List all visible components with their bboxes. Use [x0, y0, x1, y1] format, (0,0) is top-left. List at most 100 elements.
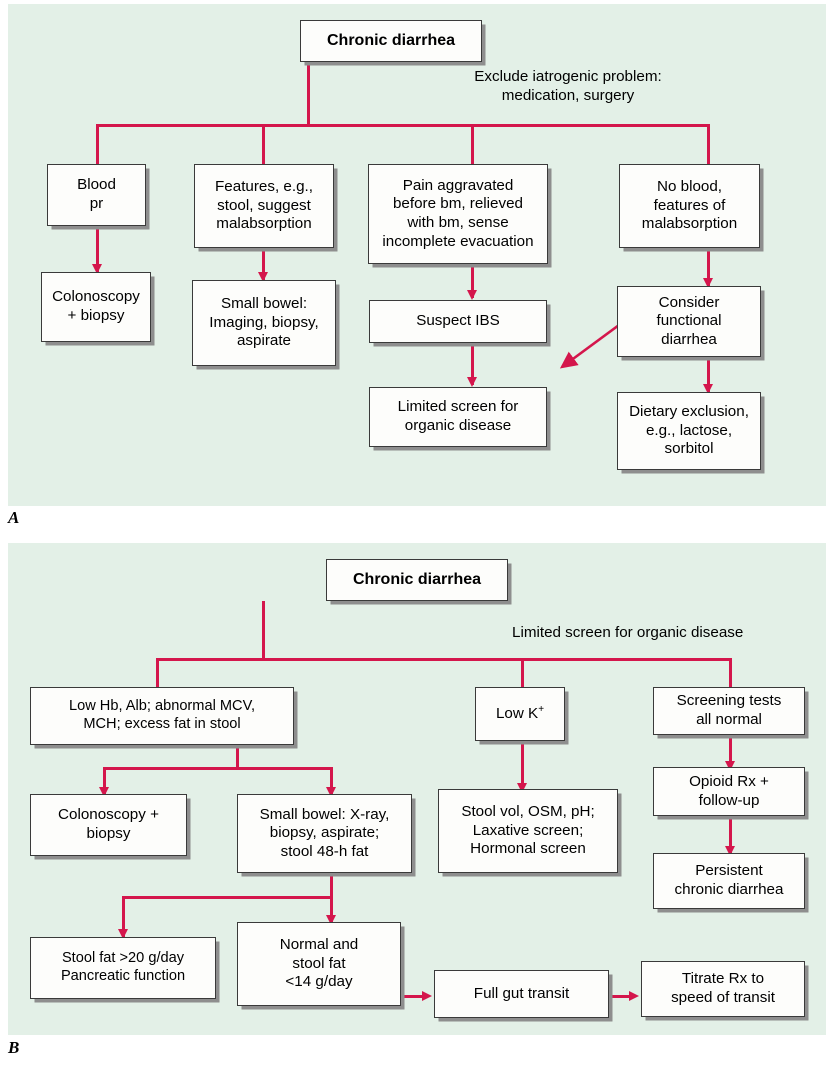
connector-ibs-to-limitedscreen: [471, 343, 474, 385]
box-opioid-rx-followup[interactable]: Opioid Rx +follow-up: [653, 767, 805, 816]
arrowhead-blood-to-colonoscopy: [91, 264, 102, 274]
arrowhead-fullgut-to-titrate: [629, 990, 639, 1001]
caption-line-2: medication, surgery: [501, 87, 635, 104]
caption-line-1: Exclude iatrogenic problem:: [474, 68, 662, 85]
box-label: Colonoscopy+ biopsy: [52, 288, 140, 324]
box-small-bowel-xray[interactable]: Small bowel: X-ray,biopsy, aspirate;stoo…: [237, 794, 412, 873]
box-low-hb-alb[interactable]: Low Hb, Alb; abnormal MCV,MCH; excess fa…: [30, 687, 294, 745]
connector-lowhb-split-bar: [103, 767, 333, 770]
connector-drop-noblood-a: [707, 124, 710, 164]
panel-b-flowchart: Chronic diarrhea Limited screen for orga…: [8, 543, 826, 1035]
panel-label-a: A: [8, 508, 20, 527]
box-low-k[interactable]: Low K+: [475, 687, 565, 741]
arrowhead-smallbowel-to-stoolfat20: [117, 929, 128, 939]
connector-consider-to-dietary: [707, 357, 710, 392]
connector-normal-to-fullgut: [401, 995, 425, 998]
box-full-gut-transit[interactable]: Full gut transit: [434, 970, 609, 1018]
connector-smallbowel-split-bar: [122, 896, 333, 899]
box-chronic-diarrhea-b[interactable]: Chronic diarrhea: [326, 559, 508, 601]
panel-a-flowchart: Chronic diarrhea Exclude iatrogenic prob…: [8, 4, 826, 506]
superscript-plus: +: [538, 704, 545, 716]
connector-smallbowel-to-stoolfat20: [122, 896, 125, 937]
box-label: Low K+: [495, 704, 545, 723]
connector-smallbowel-to-normal: [330, 896, 333, 922]
box-label: Small bowel: X-ray,biopsy, aspirate;stoo…: [259, 805, 390, 860]
box-label: Small bowel:Imaging, biopsy,aspirate: [209, 295, 319, 350]
arrowhead-lowhb-to-colonoscopy: [98, 787, 109, 797]
connector-lowhb-to-smallbowel: [330, 767, 333, 794]
connector-screening-to-opioid: [729, 735, 732, 767]
connector-distribution-bar-b: [156, 658, 732, 661]
connector-drop-blood-a: [96, 124, 99, 164]
connector-drop-lowhb: [156, 658, 159, 687]
arrowhead-smallbowel-to-normal: [325, 915, 336, 925]
box-colonoscopy-biopsy-b[interactable]: Colonoscopy +biopsy: [30, 794, 187, 856]
connector-drop-screening: [729, 658, 732, 687]
connector-title-stem-a: [307, 62, 310, 126]
box-label: Full gut transit: [473, 984, 570, 1002]
connector-drop-lowk: [521, 658, 524, 687]
box-small-bowel-a[interactable]: Small bowel:Imaging, biopsy,aspirate: [192, 280, 336, 366]
connector-lowk-to-stoolvol: [521, 741, 524, 789]
connector-drop-features-a: [262, 124, 265, 164]
arrowhead-screening-to-opioid: [724, 761, 735, 771]
connector-noblood-to-consider: [707, 248, 710, 286]
connector-smallbowel-stem: [330, 873, 333, 899]
connector-opioid-to-persistent: [729, 816, 732, 853]
arrowhead-features-to-smallbowel: [257, 272, 268, 282]
box-label: Chronic diarrhea: [326, 32, 456, 50]
box-label: Suspect IBS: [416, 312, 500, 330]
box-dietary-exclusion[interactable]: Dietary exclusion,e.g., lactose,sorbitol: [617, 392, 761, 470]
box-stool-vol-osm-ph[interactable]: Stool vol, OSM, pH;Laxative screen;Hormo…: [438, 789, 618, 873]
connector-lowhb-to-colonoscopy: [103, 767, 106, 794]
connector-distribution-bar-a: [96, 124, 709, 127]
caption-limited-screen-organic-disease: Limited screen for organic disease: [512, 623, 832, 642]
box-suspect-ibs[interactable]: Suspect IBS: [369, 300, 547, 343]
connector-fullgut-to-titrate: [608, 995, 632, 998]
arrowhead-opioid-to-persistent: [724, 846, 735, 856]
connector-features-to-smallbowel: [262, 248, 265, 280]
box-label: Chronic diarrhea: [352, 571, 482, 589]
arrowhead-pain-to-ibs: [466, 290, 477, 300]
arrowhead-lowk-to-stoolvol: [516, 783, 527, 793]
caption-exclude-iatrogenic: Exclude iatrogenic problem: medication, …: [418, 67, 718, 105]
caption-text: Limited screen for organic disease: [512, 624, 744, 641]
panel-label-b: B: [8, 1038, 20, 1057]
arrowhead-ibs-to-limitedscreen: [466, 377, 477, 387]
arrowhead-consider-to-dietary: [702, 384, 713, 394]
connector-title-stem-b: [262, 601, 265, 660]
box-colonoscopy-biopsy-a[interactable]: Colonoscopy+ biopsy: [41, 272, 151, 342]
connector-drop-pain-a: [471, 124, 474, 164]
arrowhead-lowhb-to-smallbowel: [325, 787, 336, 797]
box-chronic-diarrhea-a[interactable]: Chronic diarrhea: [300, 20, 482, 62]
box-label: Dietary exclusion,e.g., lactose,sorbitol: [629, 403, 749, 458]
connector-blood-to-colonoscopy: [96, 226, 99, 272]
connector-pain-to-ibs: [471, 264, 474, 298]
box-label: Stool vol, OSM, pH;Laxative screen;Hormo…: [461, 803, 595, 858]
box-label: Colonoscopy +biopsy: [58, 806, 159, 842]
box-label: Low Hb, Alb; abnormal MCV,MCH; excess fa…: [68, 698, 256, 732]
arrowhead-noblood-to-consider: [702, 278, 713, 288]
box-label: Opioid Rx +follow-up: [689, 772, 769, 809]
